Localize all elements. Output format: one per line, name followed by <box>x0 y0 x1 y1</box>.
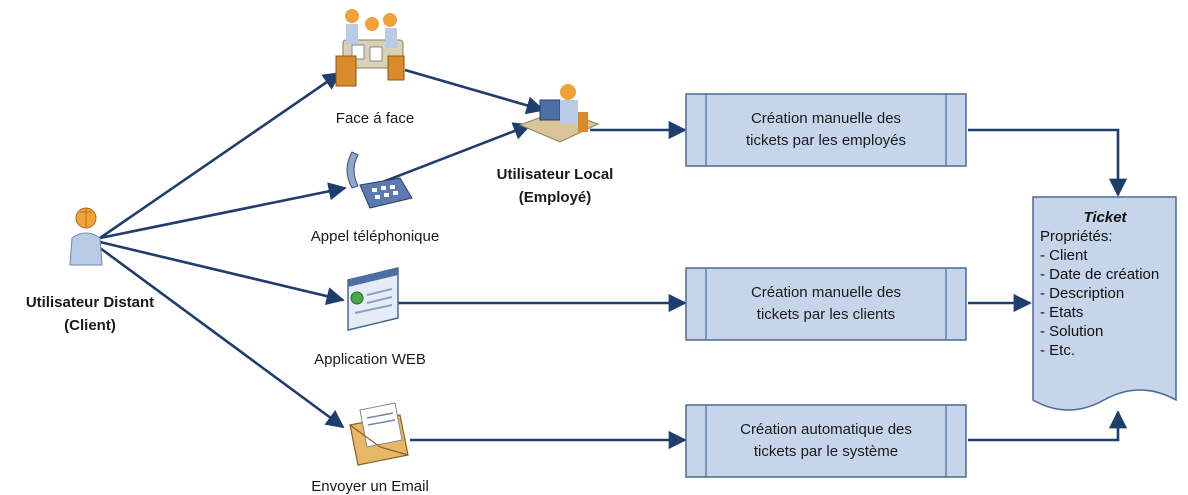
process-manual-employees-text: Création manuelle des tickets par les em… <box>745 110 907 149</box>
arrow-client-to-face <box>99 71 342 240</box>
ticket-prop: - Solution <box>1040 323 1104 340</box>
ticket-prop: - Client <box>1040 247 1088 264</box>
process-automatic-system: Création automatique des tickets par le … <box>686 405 966 477</box>
process-manual-employees: Création manuelle des tickets par les em… <box>686 94 966 166</box>
web-application-icon <box>347 267 399 331</box>
employee-desk-icon <box>518 84 600 143</box>
ticket-prop: - Etats <box>1040 304 1084 321</box>
client-label-line2: (Client) <box>64 317 116 334</box>
ticket-props-header: Propriétés: <box>1040 228 1113 245</box>
process-box-3 <box>685 404 967 478</box>
process-manual-clients: Création manuelle des tickets par les cl… <box>686 268 966 340</box>
meeting-icon <box>335 9 405 87</box>
local-user-label-line2: (Employé) <box>518 189 592 206</box>
arrow-client-to-phone <box>99 182 347 240</box>
web-label: Application WEB <box>314 351 426 368</box>
ticket-document-shape <box>1032 196 1177 411</box>
email-label: Envoyer un Email <box>311 478 429 495</box>
process-manual-clients-text: Création manuelle des tickets par les cl… <box>750 284 902 323</box>
arrow-phone-to-local <box>379 122 532 185</box>
phone-label: Appel téléphonique <box>310 228 440 245</box>
ticket-prop: - Etc. <box>1040 342 1076 359</box>
ticket-prop: - Date de création <box>1040 266 1160 283</box>
ticket-document: Ticket Propriétés: - Client - Date de cr… <box>1040 208 1170 360</box>
process-automatic-system-text: Création automatique des tickets par le … <box>740 421 912 460</box>
arrow-proc3-to-ticket <box>968 410 1128 442</box>
email-envelope-icon <box>349 402 409 466</box>
arrow-face-to-local <box>404 68 545 115</box>
telephone-icon <box>346 151 413 209</box>
local-user-label-line1: Utilisateur Local <box>496 166 614 183</box>
arrow-client-to-web <box>99 240 345 306</box>
face-to-face-label: Face á face <box>335 110 415 127</box>
arrow-client-to-email <box>99 246 345 429</box>
client-person-icon <box>69 207 103 266</box>
arrow-proc1-to-ticket <box>968 128 1128 197</box>
process-box-2 <box>685 267 967 341</box>
process-box-1 <box>685 93 967 167</box>
client-label: Utilisateur Distant (Client) <box>5 291 175 337</box>
local-user-label: Utilisateur Local (Employé) <box>470 163 640 209</box>
ticket-title: Ticket <box>1083 209 1127 226</box>
client-label-line1: Utilisateur Distant <box>25 294 155 311</box>
ticket-prop: - Description <box>1040 285 1125 302</box>
